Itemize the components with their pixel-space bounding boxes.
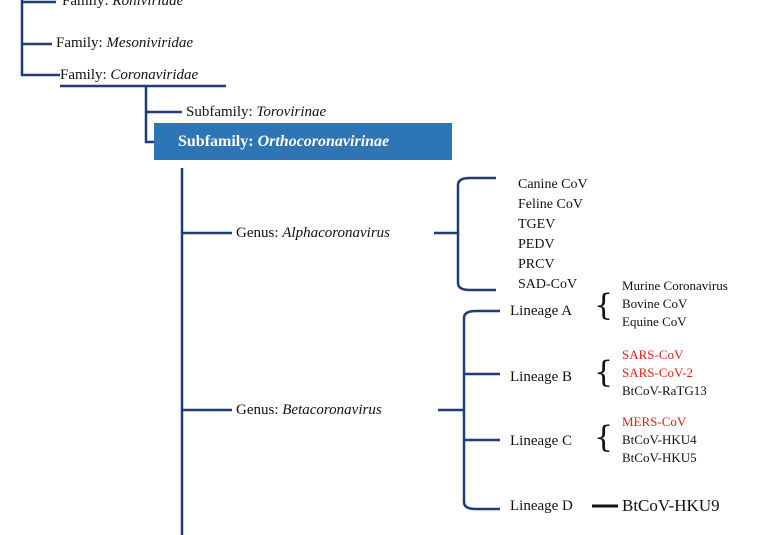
genus-name: Betacoronavirus: [282, 402, 382, 418]
species-item: PRCV: [518, 257, 555, 272]
family-mesoniviridae: Family: Mesoniviridae: [56, 36, 193, 51]
lineage-member: Equine CoV: [622, 314, 687, 329]
genus-prefix: Genus:: [236, 225, 283, 241]
lineage-member: BtCoV-HKU9: [622, 496, 720, 515]
alpha-bracket-top: [434, 176, 496, 235]
family-prefix: Family:: [56, 35, 107, 51]
lineage-b-brace: {: [594, 355, 614, 390]
lineage-b-label: Lineage B: [510, 369, 573, 385]
family-roniviridae: Family: Roniviridae: [62, 0, 183, 9]
beta-bracket-top: [438, 309, 500, 412]
beta-bracket-bottom: [462, 410, 500, 511]
family-prefix: Family:: [60, 67, 111, 83]
alpha-bracket-bottom: [456, 233, 496, 292]
subfamily-name: Torovirinae: [256, 104, 327, 120]
subfamily-prefix: Subfamily:: [178, 132, 254, 150]
genus-prefix: Genus:: [236, 402, 283, 418]
family-prefix: Family:: [62, 0, 113, 9]
species-item: Feline CoV: [518, 197, 583, 212]
subfamily-torovirinae: Subfamily: Torovirinae: [186, 105, 326, 120]
lineage-a-label: Lineage A: [510, 303, 573, 319]
family-name: Coronaviridae: [110, 67, 199, 83]
lineage-member: BtCoV-HKU4: [622, 432, 697, 447]
lineage-c-label: Lineage C: [510, 433, 573, 449]
species-item: Canine CoV: [518, 177, 588, 192]
subfamily-prefix: Subfamily:: [186, 104, 257, 120]
subfamily-trunk-line: [144, 86, 154, 144]
family-name: Mesoniviridae: [106, 35, 194, 51]
lineage-member-highlighted: SARS-CoV: [622, 347, 684, 362]
genus-name: Alphacoronavirus: [282, 225, 391, 241]
lineage-member-highlighted: SARS-CoV-2: [622, 365, 694, 380]
family-trunk-line: [20, 0, 60, 77]
subfamily-orthocoronavirinae-box: Subfamily: Orthocoronavirinae: [154, 123, 452, 160]
lineage-member: Bovine CoV: [622, 296, 688, 311]
species-item: TGEV: [518, 217, 556, 232]
lineage-a-brace: {: [594, 288, 614, 323]
species-item: PEDV: [518, 237, 555, 252]
genus-betacoronavirus: Genus: Betacoronavirus: [236, 403, 382, 418]
family-name: Roniviridae: [112, 0, 184, 9]
lineage-member: Murine Coronavirus: [622, 278, 728, 293]
family-coronaviridae: Family: Coronaviridae: [60, 68, 198, 83]
lineage-member: BtCoV-HKU5: [622, 450, 697, 465]
subfamily-name: Orthocoronavirinae: [257, 132, 390, 150]
lineage-c-brace: {: [594, 420, 614, 455]
lineage-member-highlighted: MERS-CoV: [622, 414, 687, 429]
genus-alphacoronavirus: Genus: Alphacoronavirus: [236, 226, 390, 241]
species-item: SAD-CoV: [518, 277, 578, 292]
lineage-member: BtCoV-RaTG13: [622, 383, 707, 398]
lineage-d-label: Lineage D: [510, 498, 573, 514]
